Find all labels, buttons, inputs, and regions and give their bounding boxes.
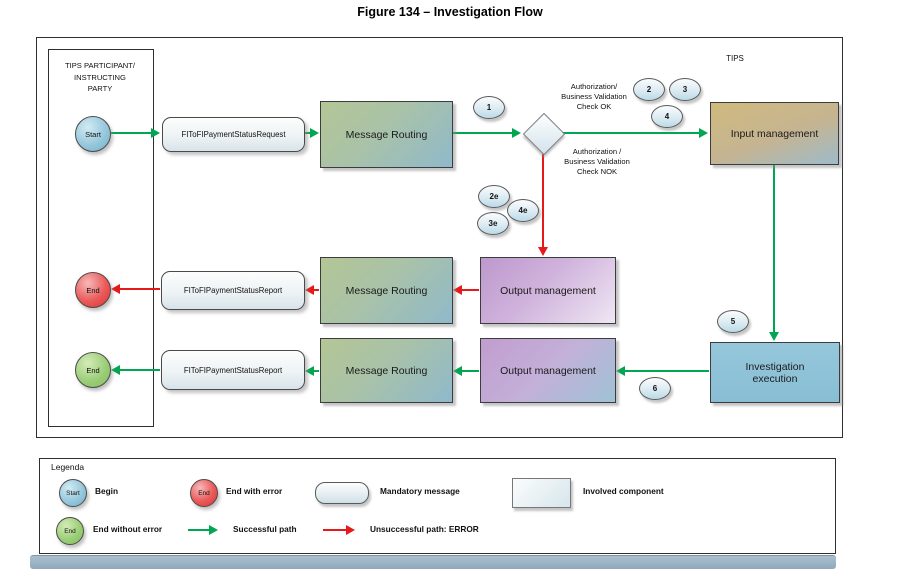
input-management: Input management	[710, 102, 839, 165]
tips-label: TIPS	[726, 54, 744, 63]
legend-involved-component-symbol	[512, 478, 571, 508]
arrow-start-to-request	[111, 128, 160, 138]
end-error-node: End	[75, 272, 111, 308]
message-payment-status-report-error: FIToFIPaymentStatusReport	[161, 271, 305, 310]
message-routing-top: Message Routing	[320, 101, 453, 168]
legend-end-success-symbol: End	[56, 517, 84, 545]
arrow-output-to-routing-error	[453, 285, 479, 295]
end-success-node: End	[75, 352, 111, 388]
arrow-input-to-investigation	[769, 164, 779, 341]
check-ok-note: Authorization/ Business Validation Check…	[536, 82, 652, 112]
arrow-output-to-routing-success	[453, 366, 479, 376]
start-node: Start	[75, 116, 111, 152]
bottom-partial-bar	[30, 555, 836, 569]
arrow-report-to-end-success	[111, 365, 160, 375]
legend-begin-symbol: Start	[59, 479, 87, 507]
message-payment-status-report-success: FIToFIPaymentStatusReport	[161, 350, 305, 390]
step-badge-1: 1	[473, 96, 505, 119]
check-ok-line1: Authorization/	[570, 82, 618, 91]
step-badge-3e: 3e	[477, 212, 509, 235]
legend-involved-component-label: Involved component	[583, 486, 664, 496]
step-badge-2: 2	[633, 78, 665, 101]
legend-begin-label: Begin	[95, 486, 119, 496]
step-badge-4e: 4e	[507, 199, 539, 222]
legend-successful-path-arrow	[188, 525, 218, 535]
arrow-investigation-to-output	[616, 366, 709, 376]
arrow-decision-to-output-management	[538, 154, 548, 256]
check-nok-line3: Check NOK	[576, 167, 618, 176]
figure-title: Figure 134 – Investigation Flow	[357, 5, 543, 19]
legend-frame	[39, 458, 836, 554]
check-nok-line1: Authorization /	[572, 147, 622, 156]
check-nok-note: Authorization / Business Validation Chec…	[538, 147, 656, 177]
participant-lane-label: TIPS PARTICIPANT/ INSTRUCTING PARTY	[50, 60, 150, 95]
legend-title: Legenda	[51, 462, 85, 472]
arrow-request-to-routing	[304, 128, 319, 138]
step-badge-6: 6	[639, 377, 671, 400]
legend-end-success-label: End without error	[93, 524, 163, 534]
message-payment-status-request: FIToFIPaymentStatusRequest	[162, 117, 305, 152]
step-badge-5: 5	[717, 310, 749, 333]
check-nok-line2: Business Validation	[564, 157, 630, 166]
legend-mandatory-message-label: Mandatory message	[380, 486, 460, 496]
output-management-error: Output management	[480, 257, 616, 324]
step-badge-4: 4	[651, 105, 683, 128]
legend-unsuccessful-path-arrow	[323, 525, 355, 535]
arrow-routing-to-decision	[452, 128, 521, 138]
participant-lane-label-line2: INSTRUCTING	[74, 72, 126, 82]
investigation-execution: Investigation execution	[710, 342, 840, 403]
arrow-routing-to-report-error	[305, 285, 319, 295]
legend-successful-path-label: Successful path	[233, 524, 297, 534]
legend-mandatory-message-symbol	[315, 482, 369, 504]
check-ok-line3: Check OK	[576, 102, 612, 111]
output-management-success: Output management	[480, 338, 616, 403]
arrow-decision-to-input-management	[561, 128, 708, 138]
participant-lane-label-line1: TIPS PARTICIPANT/	[64, 61, 136, 70]
step-badge-2e: 2e	[478, 185, 510, 208]
arrow-report-to-end-error	[111, 284, 160, 294]
step-badge-3: 3	[669, 78, 701, 101]
message-routing-middle: Message Routing	[320, 257, 453, 324]
message-routing-bottom: Message Routing	[320, 338, 453, 403]
check-ok-line2: Business Validation	[561, 92, 627, 101]
legend-end-error-label: End with error	[226, 486, 283, 496]
investigation-execution-label: Investigation execution	[745, 360, 805, 385]
participant-lane-label-line3: PARTY	[87, 84, 113, 93]
legend-unsuccessful-path-label: Unsuccessful path: ERROR	[370, 524, 479, 534]
arrow-routing-to-report-success	[305, 366, 319, 376]
legend-end-error-symbol: End	[190, 479, 218, 507]
